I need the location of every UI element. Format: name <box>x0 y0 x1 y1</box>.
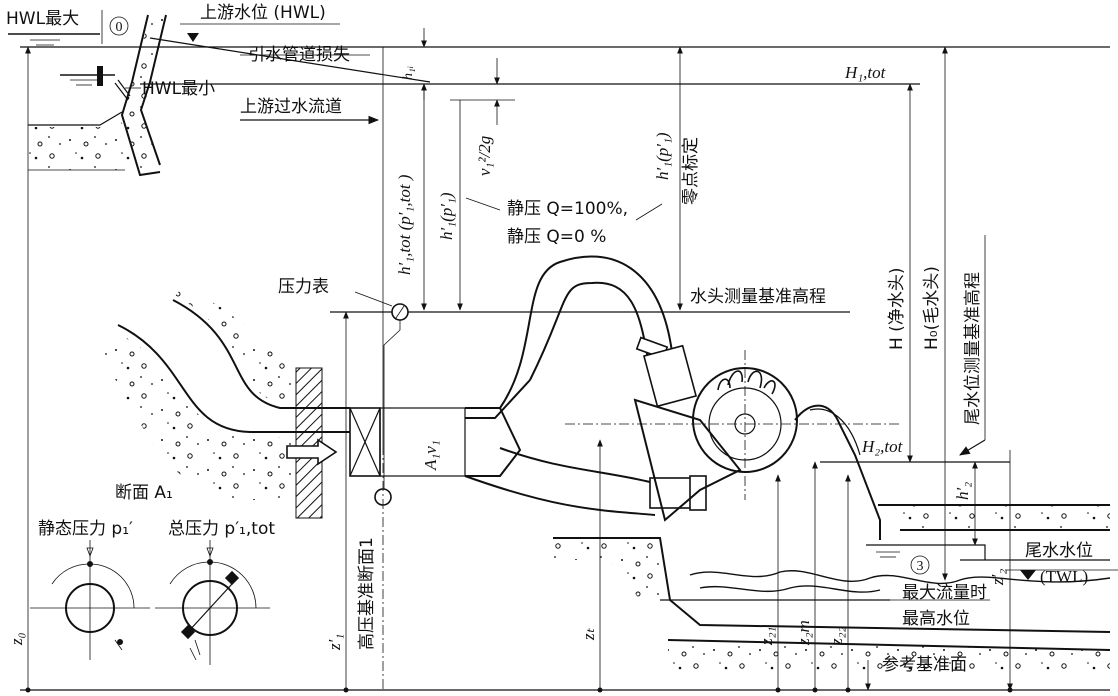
hl1-dimension: h₁ᵢ <box>401 28 427 100</box>
turbine <box>565 350 900 540</box>
h1tot-vertical-label: h′₁,tot (p′₁,tot ) <box>395 174 414 275</box>
upstream-level-label: 上游水位 (HWL) <box>200 3 326 23</box>
z0-label: z₀ <box>7 632 26 646</box>
static-pressure-diagram: 静态压力 p₁′ <box>30 519 150 660</box>
static-pressure-callout: 静压 Q=100%, 静压 Q=0 % <box>465 197 663 247</box>
ref-datum-label: 参考基准面 <box>882 655 967 675</box>
h2p-label: h′₂ <box>953 482 972 500</box>
upstream-passage: 上游过水流道 <box>240 97 380 125</box>
h2tot-label: H₂,tot <box>861 437 904 456</box>
tw-datum-label: 尾水位测量基准高程 <box>963 272 983 425</box>
pressure-gauge: 压力表 <box>278 277 850 490</box>
max-flow-label: 最大流量时 <box>902 583 987 603</box>
tailwater-label: 尾水水位 <box>1025 541 1093 561</box>
z21-label: z₂₁ <box>757 627 776 646</box>
hl1-label: h₁ᵢ <box>401 66 416 80</box>
intake-loss: 引水管道损失 <box>140 37 920 85</box>
upstream-level: 上游水位 (HWL) <box>20 3 1110 48</box>
zero-calibration-label: 零点标定 <box>681 137 701 205</box>
hp-section-label: 高压基准断面1 <box>357 537 377 650</box>
hwl-max-label: HWL最大 <box>6 9 79 29</box>
elevation-verticals <box>20 46 1110 693</box>
z2m-label: z₂m <box>794 620 813 646</box>
section-a1-label: 断面 A₁ <box>115 483 173 503</box>
circle-3-label: 3 <box>917 559 924 574</box>
static-pressure-label: 静态压力 p₁′ <box>38 519 133 539</box>
total-pressure-diagram: 总压力 p′₁,tot <box>155 519 275 665</box>
tw-datum: 尾水位测量基准高程 <box>959 235 986 456</box>
tail-dimensions: h′₂ z′₂ <box>953 450 1013 691</box>
static-100-label: 静压 Q=100%, <box>507 199 628 219</box>
intake-loss-label: 引水管道损失 <box>248 45 350 65</box>
hwl-min-label: HWL最小 <box>142 79 215 99</box>
tailrace: 3 <box>553 504 1111 675</box>
z22-label: z₂₂ <box>827 626 846 646</box>
reservoir <box>28 14 167 177</box>
total-pressure-label: 总压力 p′₁,tot <box>168 519 275 539</box>
h1tot-top-label: H₁,tot <box>844 63 887 82</box>
a1v1-label: A₁v₁ <box>421 440 440 471</box>
zT-label: zₜ <box>579 627 598 641</box>
head-datum-label: 水头测量基准高程 <box>690 287 826 307</box>
h1p1-inner-label: h′₁(p′₁) <box>437 192 456 240</box>
bifurcation <box>464 255 707 516</box>
hwl-max-marker: HWL最大 0 <box>6 9 129 46</box>
head-dimensions <box>382 46 948 581</box>
velocity-head-label: v₁²/2g <box>475 136 494 176</box>
gauge-label: 压力表 <box>278 277 329 297</box>
penstock: A₁v₁ <box>100 290 466 519</box>
z1p-label: z′₁ <box>325 634 344 651</box>
z2p-label: z′₂ <box>988 569 1007 586</box>
max-level-label: 最高水位 <box>902 609 970 629</box>
upstream-passage-label: 上游过水流道 <box>240 97 342 117</box>
twl-label: (TWL) <box>1040 567 1088 586</box>
static-0-label: 静压 Q=0 % <box>507 227 606 247</box>
velocity-head-dimension: v₁²/2g <box>450 58 515 176</box>
net-head-label: H (净水头) <box>887 268 907 350</box>
gross-head-label: H₀(毛水头) <box>922 266 942 350</box>
circle-0-label: 0 <box>116 20 123 35</box>
h1p1-label: h′₁(p′₁) <box>653 132 672 180</box>
